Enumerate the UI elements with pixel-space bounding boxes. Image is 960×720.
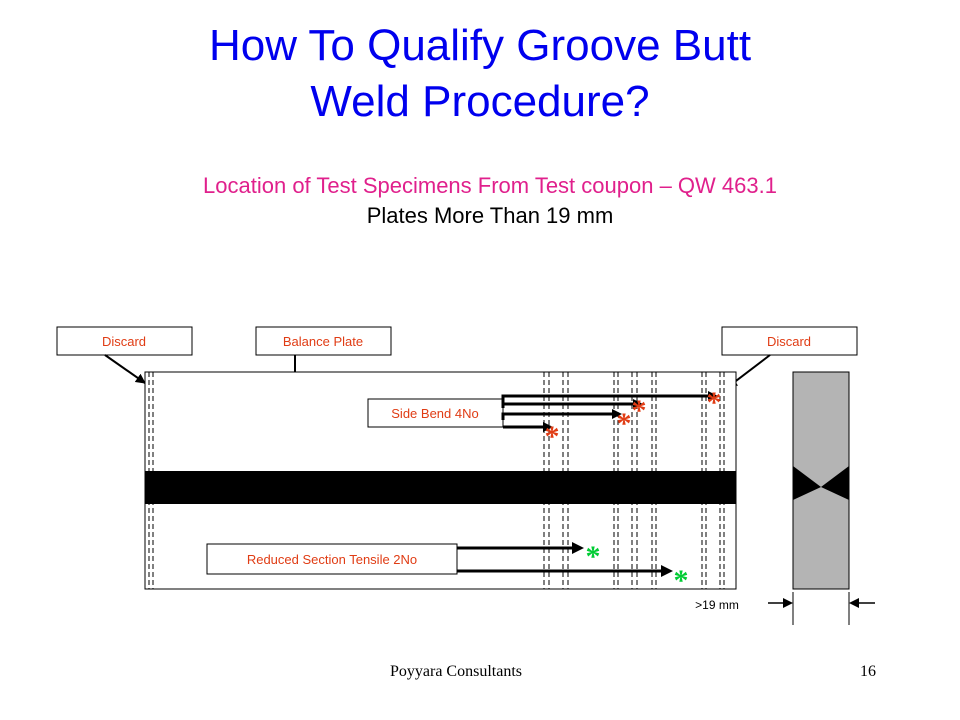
discard-left-label: Discard (102, 334, 146, 349)
discard-left-box: Discard (56, 326, 193, 356)
tensile-label: Reduced Section Tensile 2No (247, 552, 417, 567)
tensile-marker: * (674, 564, 689, 597)
tensile-arrows (457, 546, 663, 573)
side-bend-label: Side Bend 4No (391, 406, 478, 421)
balance-plate-box: Balance Plate (255, 326, 392, 356)
discard-left-arrow (104, 354, 146, 384)
weld-bevel-right (821, 466, 849, 500)
weld-bevel-left (793, 466, 821, 500)
side-bend-arrowheads (543, 391, 718, 432)
page-title: How To Qualify Groove Butt Weld Procedur… (0, 18, 960, 130)
side-bend-marker: * (632, 394, 647, 427)
subtitle-plates: Plates More Than 19 mm (366, 203, 614, 228)
footer-page-number: 16 (860, 663, 876, 680)
discard-right-box: Discard (721, 326, 858, 356)
subtitle: Location of Test Specimens From Test cou… (203, 173, 777, 198)
tensile-box: Reduced Section Tensile 2No (206, 543, 458, 575)
side-bend-marker: * (707, 386, 722, 419)
balance-plate-label: Balance Plate (283, 334, 363, 349)
footer-company: Poyyara Consultants (390, 663, 522, 680)
weld-band (145, 471, 736, 504)
thickness-label: >19 mm (695, 598, 739, 612)
cross-section (792, 371, 850, 590)
tensile-arrowheads (572, 542, 673, 577)
title-line-2: Weld Procedure? (310, 77, 650, 126)
thickness-dimension: >19 mm (695, 592, 875, 625)
side-bend-marker: * (545, 420, 560, 453)
tensile-marker: * (586, 540, 601, 573)
side-bend-box: Side Bend 4No (367, 398, 504, 428)
side-bend-marker: * (617, 407, 632, 440)
side-bend-arrows (501, 394, 710, 429)
title-line-1: How To Qualify Groove Butt (208, 21, 752, 70)
discard-right-label: Discard (767, 334, 811, 349)
